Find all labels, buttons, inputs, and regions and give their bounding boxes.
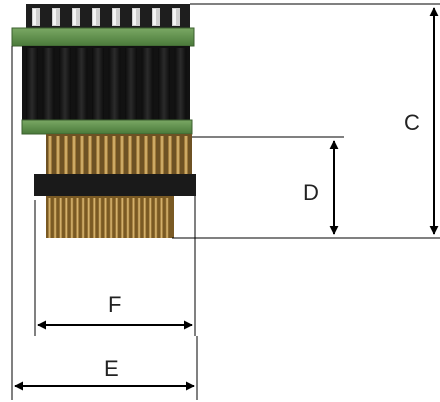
gold-pin bbox=[104, 198, 107, 238]
brass-pin bbox=[176, 136, 180, 174]
gold-pin bbox=[120, 198, 124, 238]
adapter-photo bbox=[11, 4, 196, 238]
body-rib bbox=[125, 48, 137, 120]
body-rib bbox=[42, 48, 55, 120]
gold-pin bbox=[48, 198, 51, 238]
brass-pin bbox=[136, 136, 140, 174]
gold-pin bbox=[115, 198, 119, 238]
gold-pin bbox=[76, 198, 79, 238]
gold-pin bbox=[109, 198, 113, 238]
brass-pin bbox=[96, 136, 100, 174]
gold-pin bbox=[126, 198, 130, 238]
body-rib bbox=[141, 48, 154, 120]
top-pcb-board bbox=[11, 27, 195, 47]
middle-pcb-board bbox=[21, 119, 193, 135]
dimension-e: E bbox=[11, 46, 198, 400]
brass-pin bbox=[64, 136, 68, 174]
dimension-d-label: D bbox=[303, 180, 319, 205]
brass-pin bbox=[168, 136, 172, 174]
body-rib bbox=[158, 48, 170, 120]
body-rib bbox=[59, 48, 71, 120]
gold-pin bbox=[154, 198, 158, 238]
brass-pin bbox=[56, 136, 60, 174]
gold-pin bbox=[92, 198, 96, 238]
brass-pin bbox=[104, 136, 108, 174]
gold-pin bbox=[165, 198, 169, 238]
dimension-c: C bbox=[172, 3, 440, 239]
body-rib bbox=[108, 48, 121, 120]
gold-pin-row bbox=[46, 196, 174, 238]
brass-pin bbox=[88, 136, 92, 174]
brass-pin bbox=[72, 136, 76, 174]
lower-socket-body bbox=[34, 174, 196, 196]
body-rib bbox=[26, 48, 38, 120]
gold-pin bbox=[87, 198, 91, 238]
gold-pin bbox=[143, 198, 147, 238]
connector-body bbox=[22, 46, 190, 122]
brass-pin bbox=[120, 136, 124, 174]
dimension-c-label: C bbox=[404, 110, 420, 135]
body-rib bbox=[174, 48, 187, 120]
dimension-f: F bbox=[34, 196, 196, 336]
dimension-e-label: E bbox=[104, 356, 119, 381]
brass-pin bbox=[128, 136, 132, 174]
brass-pin bbox=[144, 136, 148, 174]
brass-pin bbox=[48, 136, 52, 174]
gold-pin bbox=[64, 198, 68, 238]
top-header bbox=[26, 4, 190, 28]
brass-pin bbox=[112, 136, 116, 174]
dimension-f-label: F bbox=[108, 292, 121, 317]
gold-pin bbox=[53, 198, 57, 238]
gold-pin bbox=[148, 198, 152, 238]
gold-pin bbox=[137, 198, 141, 238]
gold-pin bbox=[59, 198, 63, 238]
gold-pin bbox=[81, 198, 85, 238]
gold-pin bbox=[160, 198, 163, 238]
gold-pin bbox=[70, 198, 74, 238]
body-rib bbox=[92, 48, 104, 120]
body-rib bbox=[75, 48, 88, 120]
brass-pin bbox=[160, 136, 164, 174]
dimension-d: D bbox=[192, 136, 344, 235]
brass-pin bbox=[152, 136, 156, 174]
brass-pin bbox=[184, 136, 188, 174]
brass-pin-row bbox=[46, 134, 192, 174]
gold-pin bbox=[132, 198, 135, 238]
gold-pin bbox=[98, 198, 102, 238]
brass-pin bbox=[80, 136, 84, 174]
